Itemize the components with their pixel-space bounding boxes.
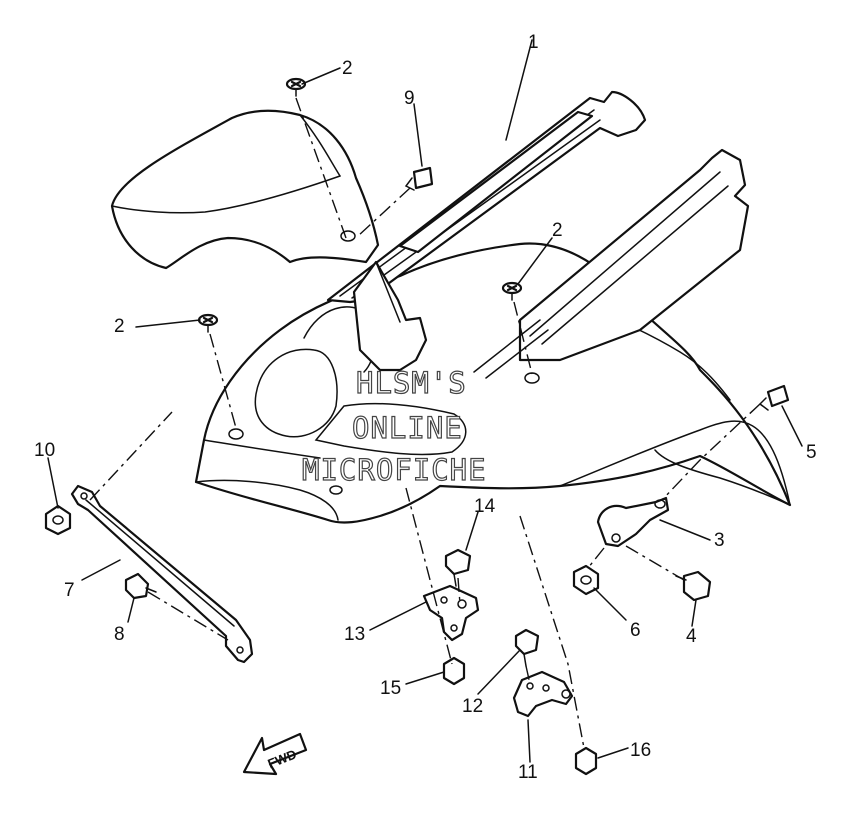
- watermark: HLSM'S ONLINE MICROFICHE: [301, 365, 487, 487]
- callout-11: 11: [518, 762, 538, 783]
- watermark-line-2: ONLINE: [352, 411, 463, 445]
- bolt-8: [124, 572, 157, 600]
- rail-bar-right: [473, 148, 750, 379]
- callout-2-right: 2: [552, 220, 563, 241]
- bracket-part-3: [596, 496, 670, 548]
- bolt-4: [675, 570, 712, 602]
- callout-7: 7: [64, 580, 75, 601]
- bolt-14: [444, 548, 472, 587]
- bolt-5: [758, 384, 790, 411]
- callout-15: 15: [380, 678, 401, 699]
- callout-10: 10: [34, 440, 55, 461]
- rail-bar-part-1: [326, 90, 647, 304]
- watermark-line-3: MICROFICHE: [302, 453, 487, 487]
- bracket-part-13: [422, 584, 480, 642]
- bracket-part-11: [512, 670, 574, 718]
- callout-3: 3: [714, 530, 725, 551]
- bolt-12: [514, 628, 540, 667]
- stay-bar-part-7: [70, 484, 254, 664]
- callout-13: 13: [344, 624, 365, 645]
- callout-2-left: 2: [114, 316, 125, 337]
- assembly-lines: [89, 97, 761, 749]
- callout-5: 5: [806, 442, 817, 463]
- nut-6: [572, 564, 600, 596]
- screw-2-right: [501, 281, 523, 301]
- nut-15: [442, 656, 466, 686]
- callout-12: 12: [462, 696, 483, 717]
- callout-labels: 1 2 2 2 3 4 5 6 7 8 9 10 11 12 13 14 15 …: [34, 32, 817, 783]
- forward-direction-arrow: FWD: [242, 732, 308, 776]
- nut-10: [44, 504, 72, 536]
- screw-2-left: [197, 313, 219, 333]
- watermark-line-1: HLSM'S: [356, 366, 467, 400]
- callout-6: 6: [630, 620, 641, 641]
- bolt-9: [404, 166, 434, 191]
- callout-16: 16: [630, 740, 651, 761]
- nut-16: [574, 746, 598, 776]
- callout-14: 14: [474, 496, 496, 517]
- callout-1: 1: [528, 32, 539, 53]
- callout-8: 8: [114, 624, 125, 645]
- callout-2-top: 2: [342, 58, 353, 79]
- screw-2-top: [285, 77, 307, 97]
- callout-4: 4: [686, 626, 697, 647]
- inner-rail: [352, 260, 428, 372]
- callout-9: 9: [404, 88, 415, 109]
- leader-lines: [47, 39, 803, 763]
